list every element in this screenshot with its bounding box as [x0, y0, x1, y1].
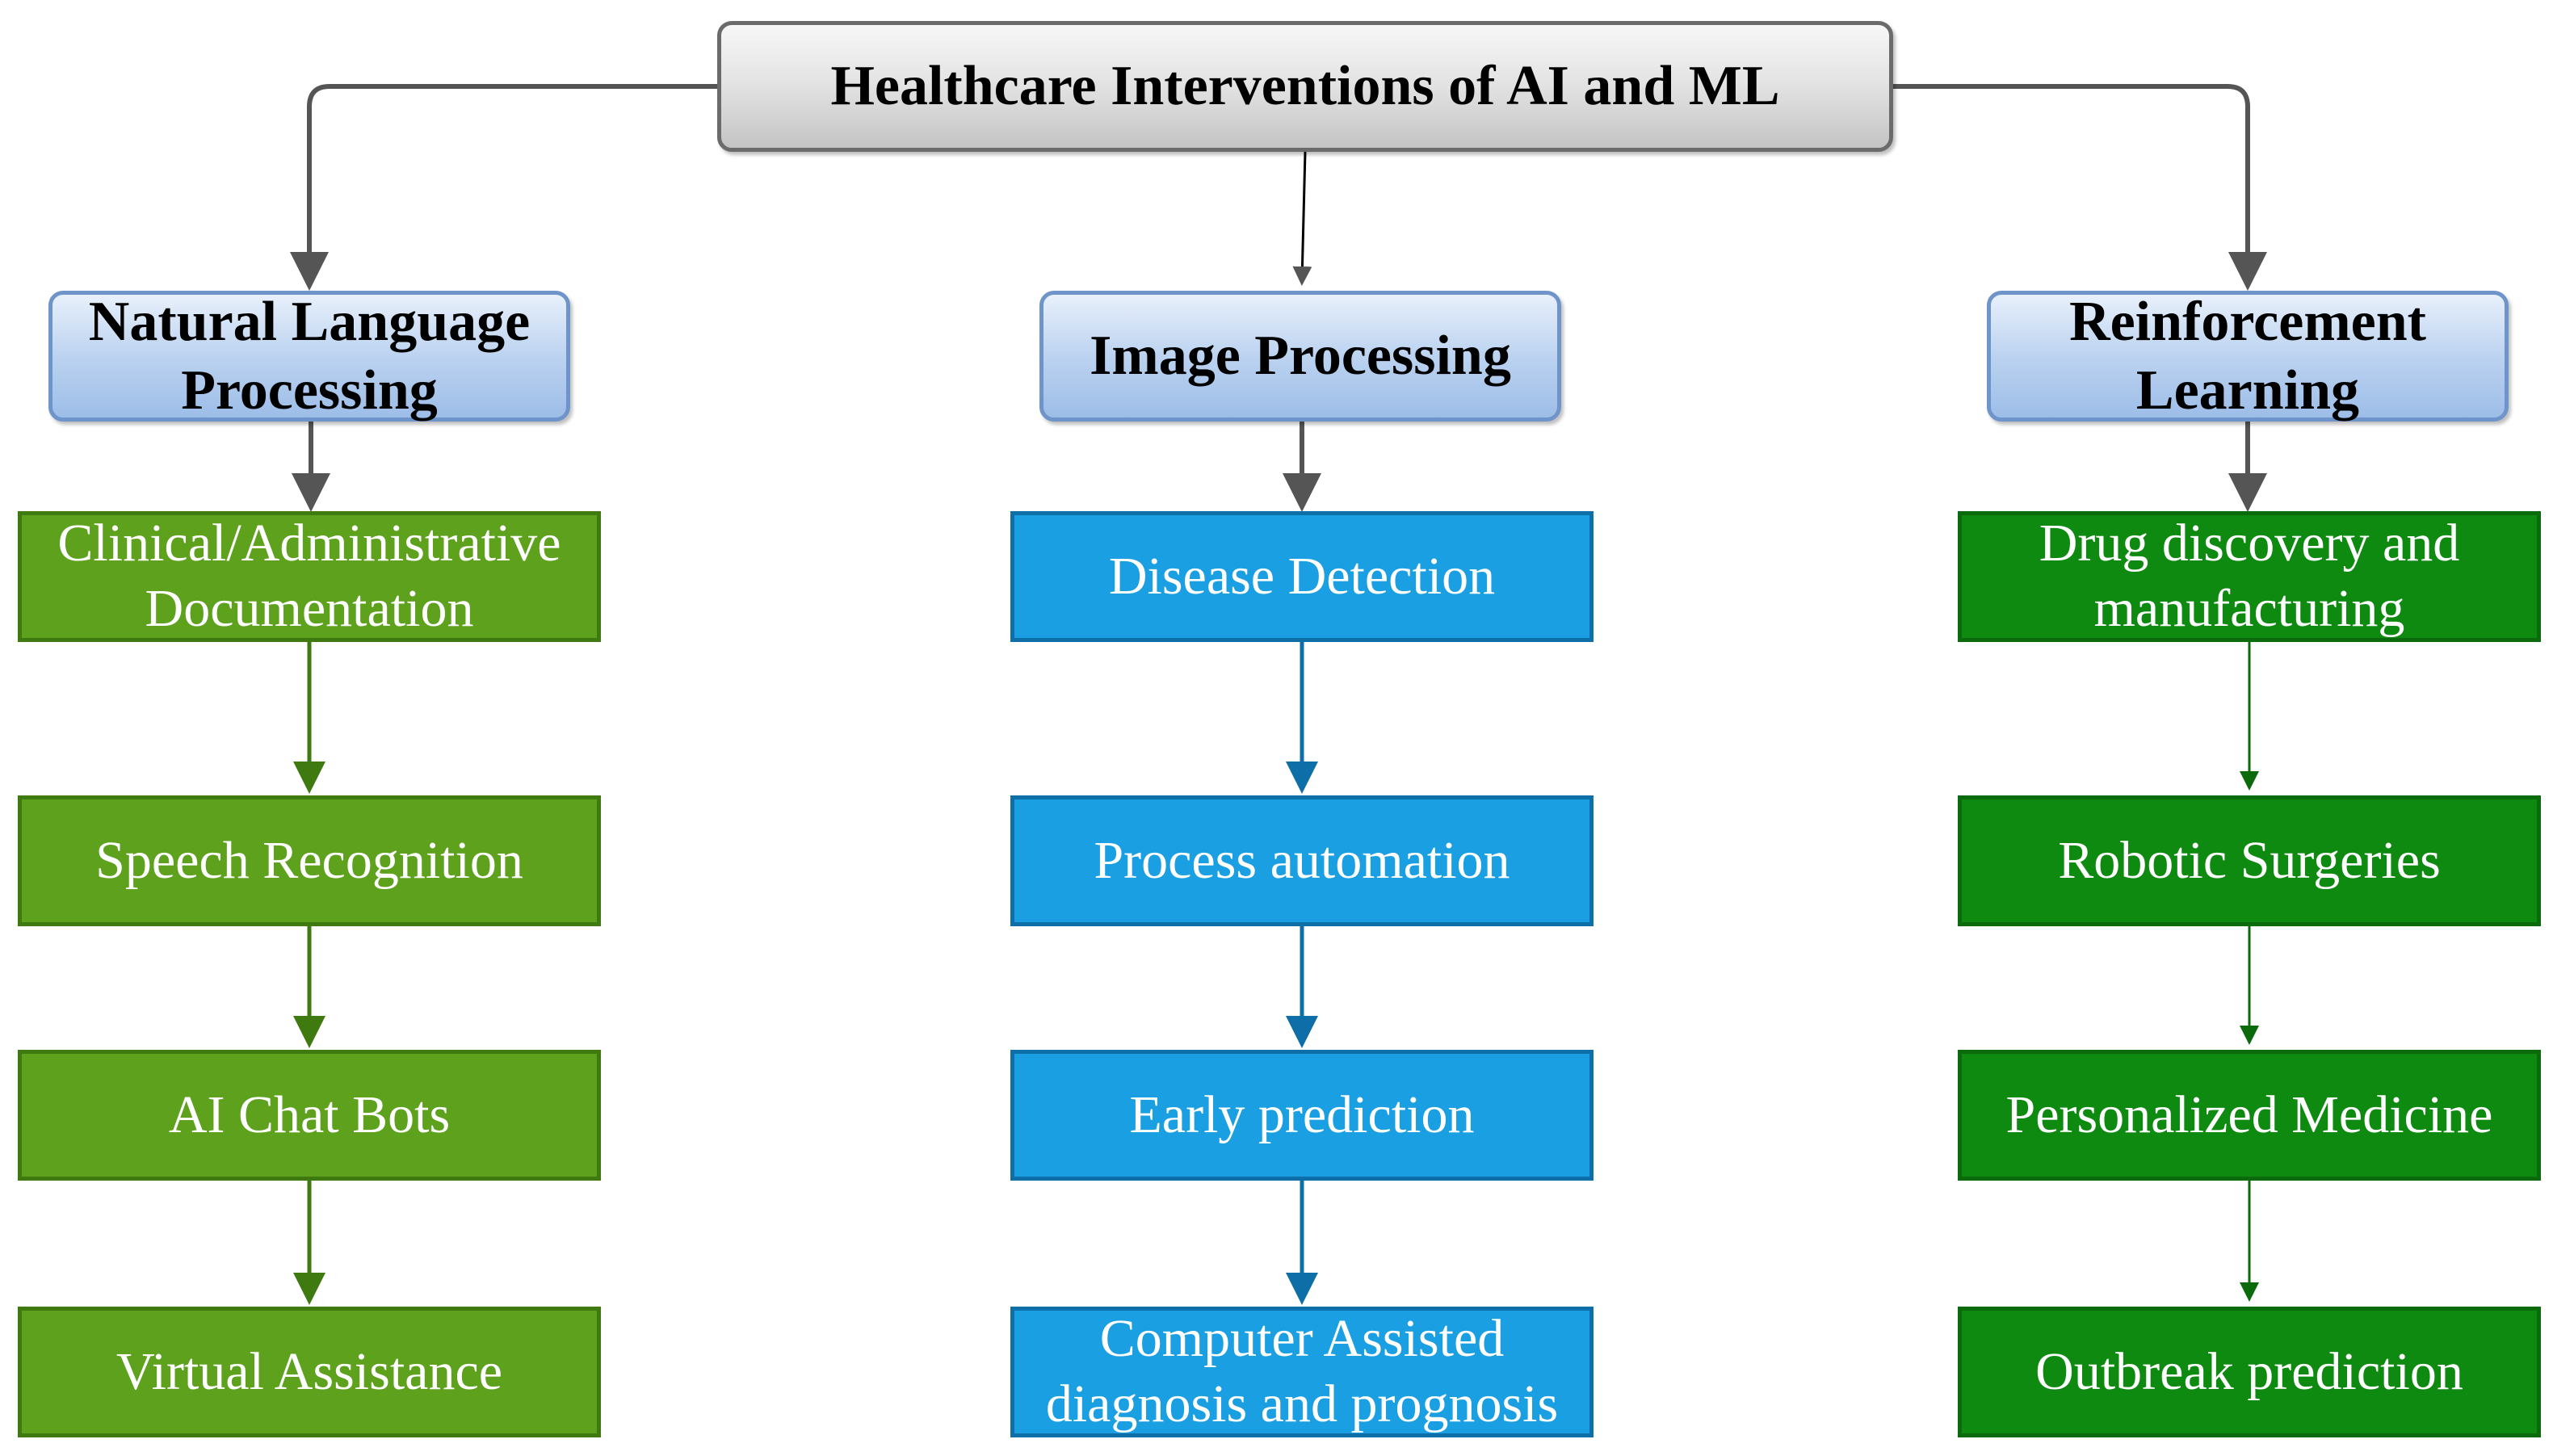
category-nlp: Natural Language Processing	[48, 291, 570, 422]
nlp-item-ai-chat-bots: AI Chat Bots	[18, 1050, 601, 1181]
image-item-disease-detection: Disease Detection	[1010, 511, 1594, 642]
image-item-computer-assisted-diagnosis: Computer Assisted diagnosis and prognosi…	[1010, 1307, 1594, 1437]
rl-item-drug-discovery: Drug discovery and manufacturing	[1958, 511, 2541, 642]
category-image-processing-label: Image Processing	[1090, 325, 1511, 388]
nlp-item-label: Virtual Assistance	[115, 1341, 503, 1401]
rl-item-label: Robotic Surgeries	[2058, 830, 2441, 890]
image-item-process-automation: Process automation	[1010, 795, 1594, 926]
image-item-label: Computer Assisted diagnosis and prognosi…	[1045, 1309, 1559, 1433]
category-reinforcement-learning: Reinforcement Learning	[1987, 291, 2509, 422]
nlp-item-virtual-assistance: Virtual Assistance	[18, 1307, 601, 1437]
rl-item-personalized-medicine: Personalized Medicine	[1958, 1050, 2541, 1181]
category-image-processing: Image Processing	[1039, 291, 1561, 422]
root-node: Healthcare Interventions of AI and ML	[717, 21, 1893, 152]
image-item-early-prediction: Early prediction	[1010, 1050, 1594, 1181]
image-item-label: Early prediction	[1129, 1085, 1475, 1144]
nlp-item-label: AI Chat Bots	[168, 1085, 451, 1144]
rl-item-outbreak-prediction: Outbreak prediction	[1958, 1307, 2541, 1437]
nlp-item-label: Clinical/Administrative Documentation	[57, 514, 561, 638]
connector-root-to-rl	[1893, 84, 2267, 291]
rl-item-label: Outbreak prediction	[2035, 1341, 2463, 1401]
category-nlp-label: Natural Language Processing	[88, 290, 531, 422]
connector-root-to-nlp	[290, 84, 717, 291]
nlp-item-speech-recognition: Speech Recognition	[18, 795, 601, 926]
rl-item-robotic-surgeries: Robotic Surgeries	[1958, 795, 2541, 926]
connector-root-to-image	[1292, 151, 1312, 286]
rl-item-label: Personalized Medicine	[2005, 1085, 2493, 1144]
nlp-item-label: Speech Recognition	[95, 830, 523, 890]
image-item-label: Disease Detection	[1108, 546, 1496, 606]
nlp-item-clinical-documentation: Clinical/Administrative Documentation	[18, 511, 601, 642]
rl-item-label: Drug discovery and manufacturing	[2039, 514, 2460, 638]
image-item-label: Process automation	[1094, 830, 1510, 890]
category-reinforcement-learning-label: Reinforcement Learning	[2069, 290, 2426, 422]
root-node-label: Healthcare Interventions of AI and ML	[830, 55, 1780, 118]
